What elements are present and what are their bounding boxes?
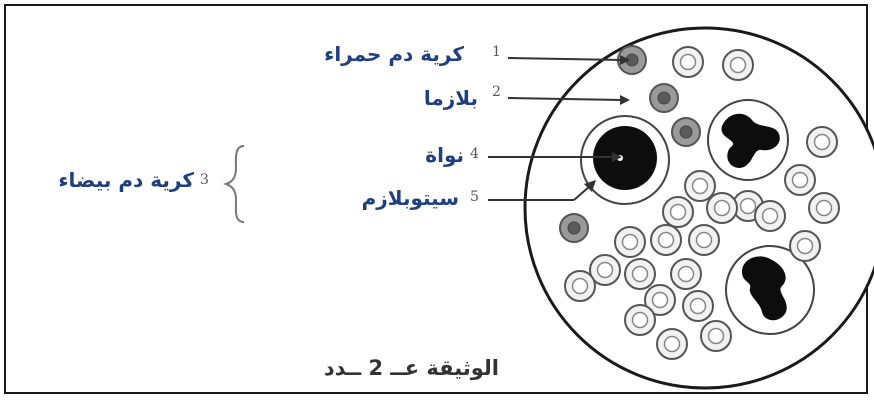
white-blood-cell-round-nucleus [581, 116, 669, 204]
white-cell-brace [226, 146, 244, 222]
number-3: 3 [200, 172, 209, 188]
number-4: 4 [470, 146, 479, 162]
label-nucleus: نواة [425, 143, 464, 167]
label-cytoplasm: سيتوبلازم [362, 186, 459, 210]
number-5: 5 [470, 189, 479, 205]
document-caption: الوثيقة عــ 2 ــدد [324, 356, 499, 380]
label-plasma: بلازما [424, 86, 478, 110]
white-blood-cell-lobed-nucleus-top [708, 100, 788, 180]
label-red-blood-cell: كرية دم حمراء [324, 42, 464, 66]
number-2: 2 [492, 84, 501, 100]
number-1: 1 [492, 44, 501, 60]
label-white-blood-cell: كرية دم بيضاء [58, 168, 194, 192]
